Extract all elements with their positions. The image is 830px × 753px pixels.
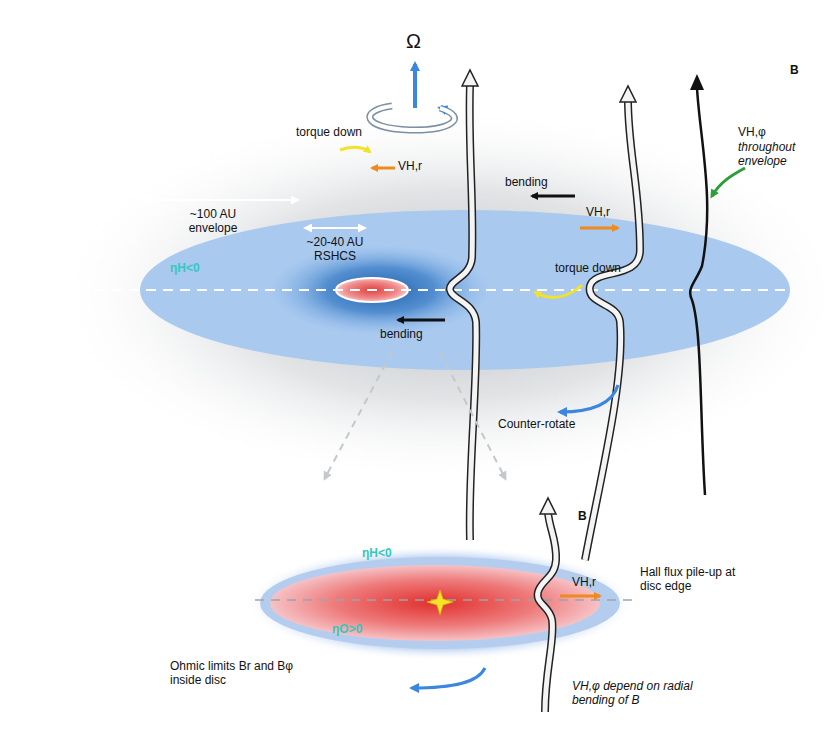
disc-rotation-arrow <box>412 668 485 688</box>
field-line-outer <box>690 74 707 495</box>
vhphi-arrow <box>712 168 745 196</box>
bending-arrow <box>398 319 445 322</box>
torque-label: torque down <box>296 126 362 140</box>
rotation-arrow <box>370 106 455 130</box>
field-line-middle <box>585 86 640 560</box>
protostar <box>427 590 453 615</box>
bending-arrow <box>532 195 575 198</box>
eta-label: ηH<0 <box>170 262 200 276</box>
rshcs-size-arrow <box>305 227 365 229</box>
note-label: VH,φ depend on radial bending of B <box>572 680 722 708</box>
size-label: ~20-40 AU RSHCS <box>300 236 370 264</box>
field-line-inner <box>450 70 478 540</box>
field-label: B <box>578 510 587 524</box>
envelope-size-arrow <box>145 199 298 201</box>
vhr-arrow <box>580 227 618 230</box>
zoom-arrow <box>325 352 392 478</box>
disc-edge <box>260 557 620 649</box>
field-label: B <box>790 64 799 78</box>
rotation-axis <box>413 64 417 108</box>
disc-glow <box>245 545 635 661</box>
eta-label: ηO>0 <box>332 623 362 637</box>
note-label: throughout envelope <box>738 141 808 169</box>
vhr-arrow <box>372 167 395 170</box>
envelope-halo <box>50 105 830 485</box>
velocity-label: VH,φ <box>738 126 766 140</box>
omega-label: Ω <box>406 30 421 53</box>
rotation-arrow-fill <box>370 106 455 130</box>
velocity-label: VH,r <box>586 206 610 220</box>
torque-arrow <box>535 285 582 297</box>
velocity-label: VH,r <box>572 576 596 590</box>
velocity-label: VH,r <box>398 160 422 174</box>
size-label: ~100 AU envelope <box>178 208 248 236</box>
field-line-disc <box>538 498 556 712</box>
counter-rotate-label: Counter-rotate <box>498 418 575 432</box>
vhr-arrow <box>560 595 600 598</box>
counter-rotate-arrow <box>560 385 618 412</box>
torque-label: torque down <box>555 262 621 276</box>
note-label: Ohmic limits Br and Bφ inside disc <box>170 660 320 688</box>
bending-label: bending <box>380 328 423 342</box>
eta-label: ηH<0 <box>362 547 392 561</box>
bending-label: bending <box>505 176 548 190</box>
zoom-arrow <box>440 352 505 478</box>
torque-arrow <box>340 147 370 152</box>
note-label: Hall flux pile-up at disc edge <box>640 566 755 594</box>
